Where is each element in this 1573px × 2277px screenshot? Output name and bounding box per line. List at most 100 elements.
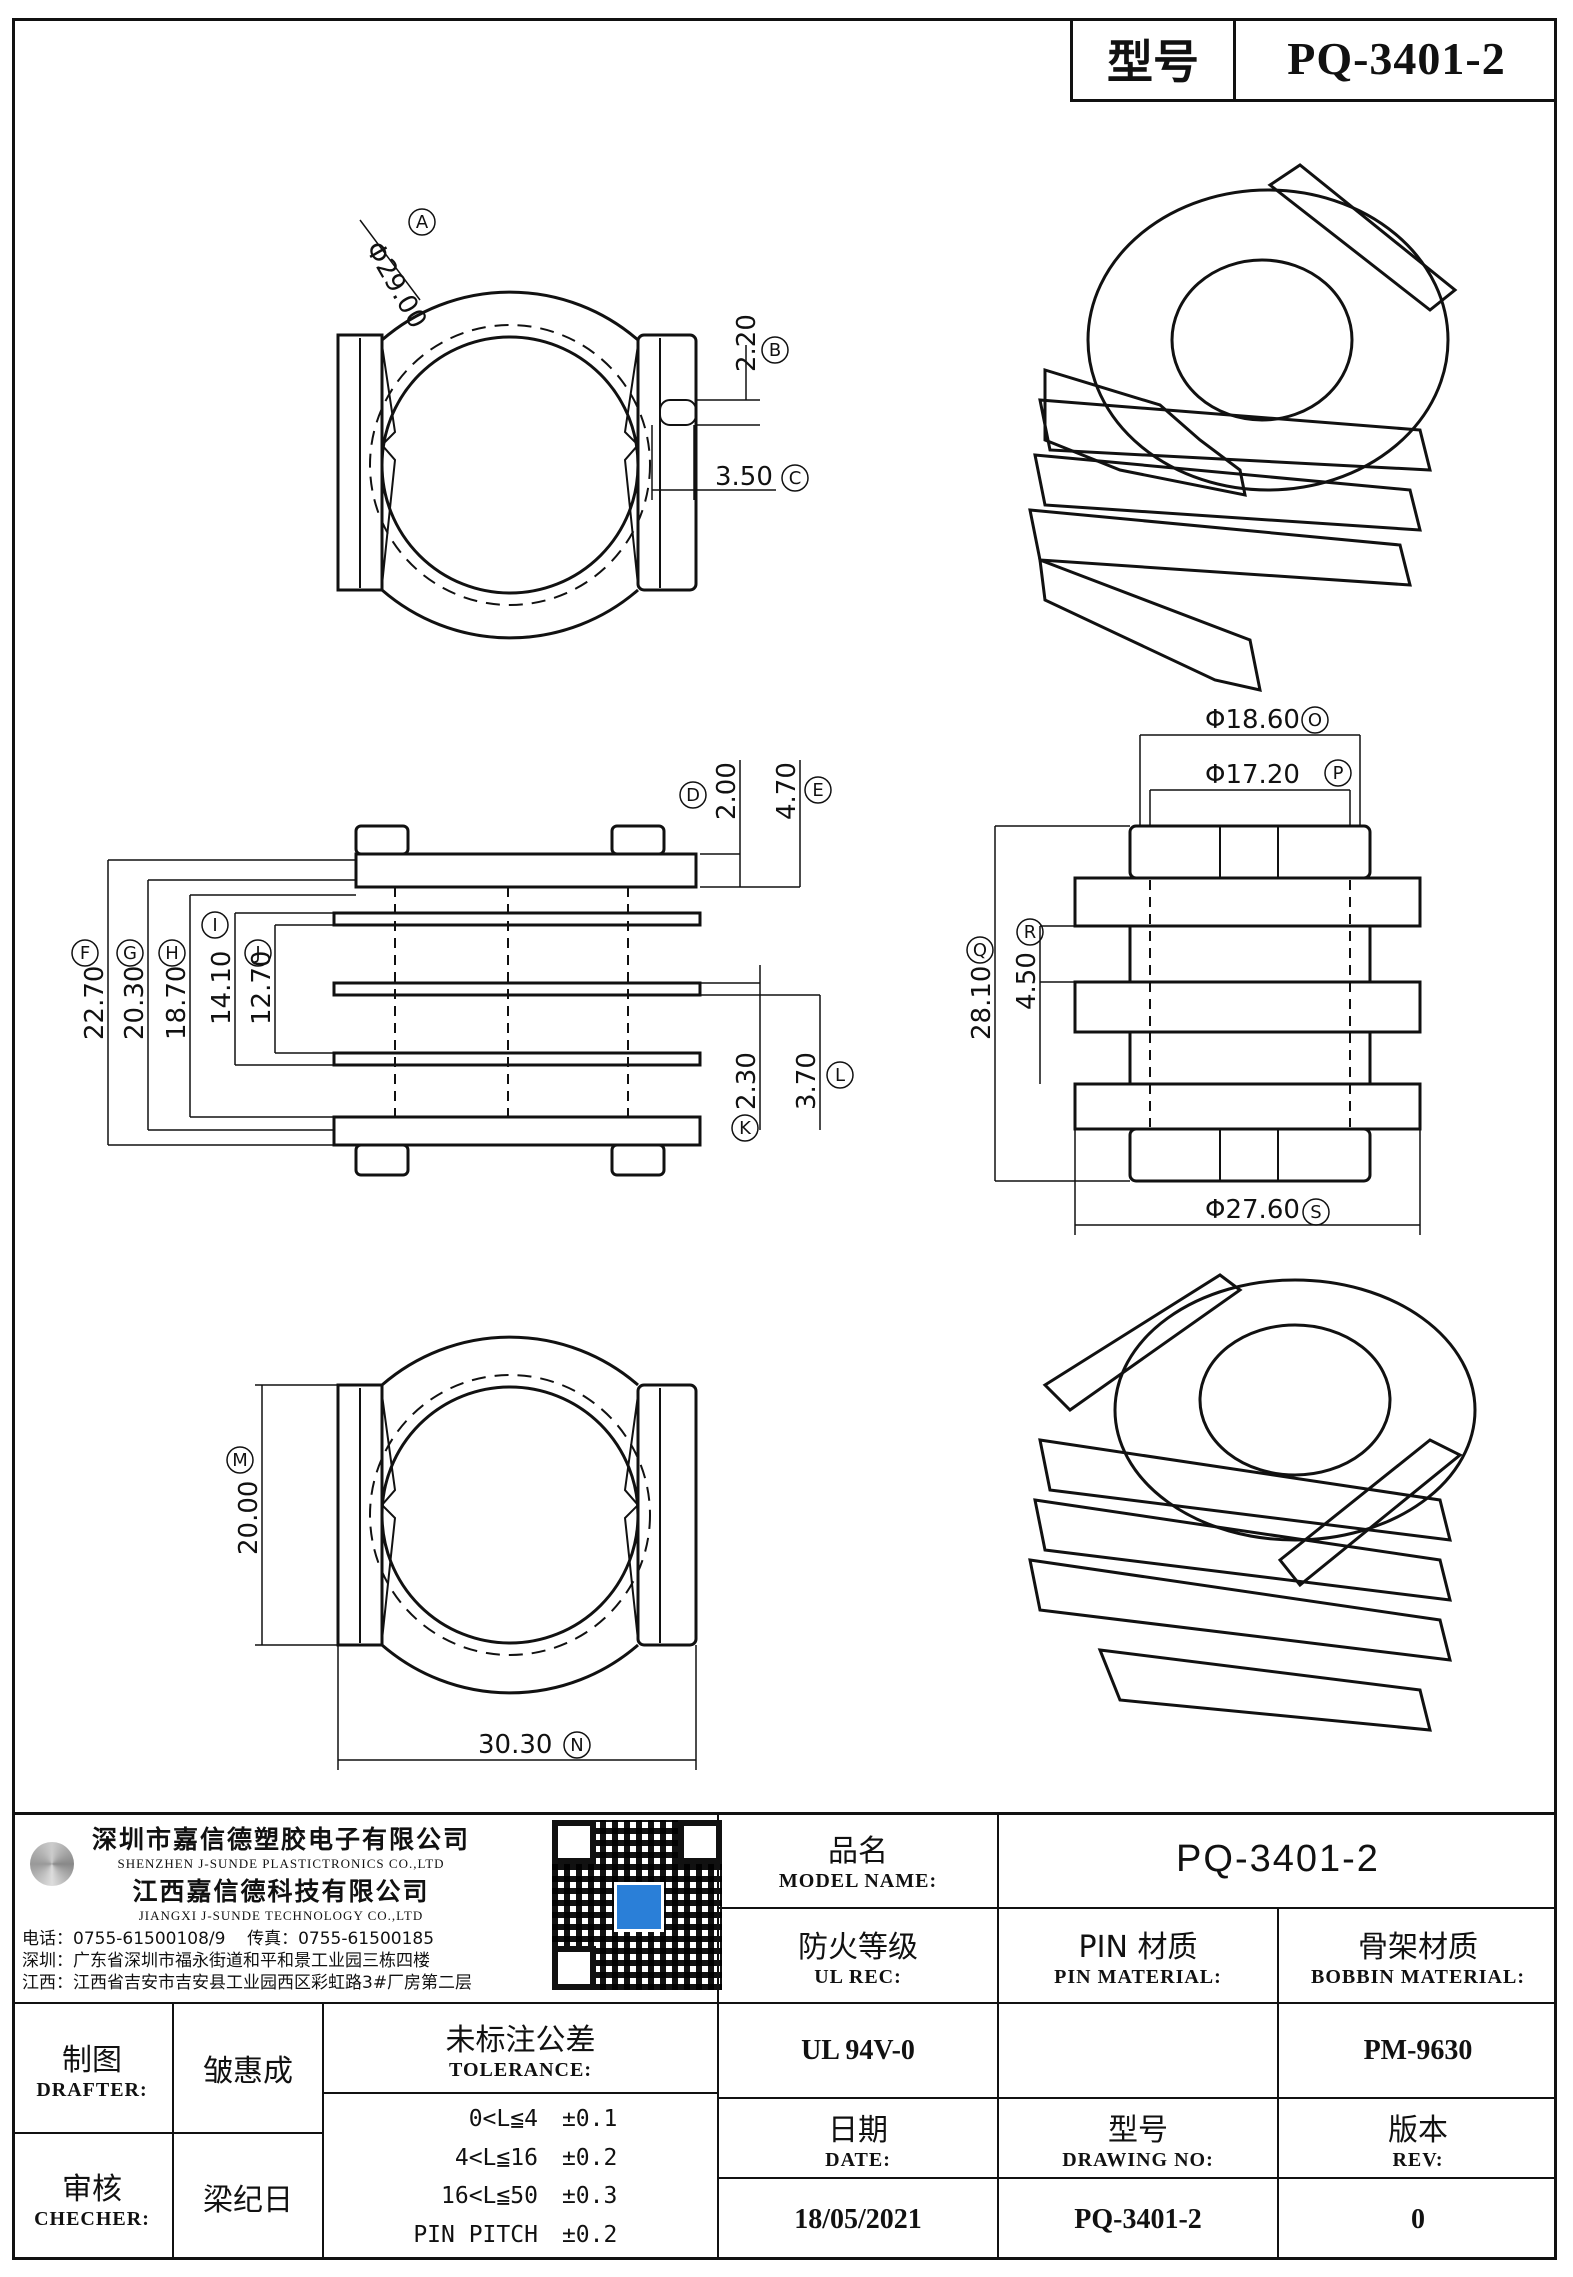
svg-text:M: M — [232, 1450, 248, 1471]
bottom-view — [255, 1335, 698, 1770]
svg-text:R: R — [1024, 922, 1037, 943]
dim-P: Φ17.20 — [1205, 760, 1300, 790]
company-name-sz-en: SHENZHEN J-SUNDE PLASTICTRONICS CO.,LTD — [117, 1856, 445, 1871]
dim-A: Φ29.00 — [359, 237, 432, 334]
marker-O: O — [1301, 706, 1329, 734]
svg-text:S: S — [1310, 1202, 1321, 1223]
svg-text:D: D — [686, 785, 700, 806]
company-info: 深圳市嘉信德塑胶电子有限公司 SHENZHEN J-SUNDE PLASTICT… — [12, 1812, 722, 2002]
svg-text:J: J — [254, 943, 260, 964]
company-name-jx: 江西嘉信德科技有限公司 — [132, 1877, 430, 1906]
svg-text:F: F — [80, 943, 90, 964]
bobbin-material-value: PM-9630 — [1277, 2002, 1557, 2097]
marker-J: J — [244, 939, 272, 967]
model-number-box: 型号 PQ-3401-2 — [1070, 18, 1557, 102]
company-address-sz: 深圳：广东省深圳市福永街道和平和景工业园三栋四楼 — [22, 1951, 430, 1971]
svg-text:K: K — [739, 1118, 752, 1139]
dim-D: 2.00 — [712, 762, 742, 820]
svg-text:A: A — [416, 212, 429, 233]
marker-F: F — [71, 939, 99, 967]
marker-Q: Q — [966, 936, 994, 964]
dim-S: Φ27.60 — [1205, 1195, 1300, 1225]
front-view — [994, 734, 1422, 1235]
marker-C: C — [781, 464, 809, 492]
model-number-label: 型号 — [1073, 18, 1236, 99]
dim-R: 4.50 — [1012, 952, 1042, 1010]
company-address-jx: 江西：江西省吉安市吉安县工业园西区彩虹路3#厂房第二层 — [22, 1973, 473, 1993]
dim-Q: 28.10 — [967, 966, 997, 1040]
qr-code-icon — [552, 1820, 722, 1990]
top-view — [336, 219, 776, 640]
rev-value: 0 — [1277, 2177, 1557, 2260]
dim-E: 4.70 — [772, 762, 802, 820]
pin-material-value — [997, 2002, 1277, 2097]
svg-text:N: N — [570, 1735, 583, 1756]
svg-text:H: H — [165, 943, 179, 964]
dim-K: 2.30 — [732, 1052, 762, 1110]
dim-J: 12.70 — [247, 951, 277, 1025]
technical-drawing: Φ29.00 2.20 3.50 2.00 4.70 22.70 20.30 1… — [71, 163, 1477, 1770]
title-block: 深圳市嘉信德塑胶电子有限公司 SHENZHEN J-SUNDE PLASTICT… — [12, 1812, 1557, 2260]
marker-B: B — [761, 336, 789, 364]
marker-I: I — [201, 911, 229, 939]
dim-C: 3.50 — [715, 462, 773, 492]
tolerance-table: 0<L≦4±0.1 4<L≦16±0.2 16<L≦50±0.3 PIN PIT… — [322, 2092, 717, 2260]
drafter-name: 皱惠成 — [172, 2002, 322, 2132]
marker-P: P — [1324, 759, 1352, 787]
isometric-view-bottom — [1028, 1273, 1477, 1732]
svg-text:B: B — [769, 340, 781, 361]
isometric-view-top — [1028, 163, 1458, 692]
checker-name: 梁纪日 — [172, 2132, 322, 2260]
svg-text:Q: Q — [973, 940, 987, 961]
svg-text:E: E — [812, 780, 823, 801]
drawing-frame — [12, 18, 1557, 2260]
tolerance-row: PIN PITCH±0.2 — [413, 2221, 618, 2248]
dim-F: 22.70 — [80, 966, 110, 1040]
dim-I: 14.10 — [207, 951, 237, 1025]
marker-D: D — [679, 781, 707, 809]
marker-M: M — [226, 1446, 254, 1474]
marker-G: G — [116, 939, 144, 967]
marker-K: K — [731, 1114, 759, 1142]
marker-L: L — [826, 1061, 854, 1089]
drawing-no-value: PQ-3401-2 — [997, 2177, 1277, 2260]
dim-O: Φ18.60 — [1205, 705, 1300, 735]
ul-rec-value: UL 94V-0 — [717, 2002, 997, 2097]
svg-text:C: C — [789, 468, 802, 489]
marker-A: A — [408, 208, 436, 236]
company-name-sz: 深圳市嘉信德塑胶电子有限公司 — [92, 1825, 471, 1854]
dim-G: 20.30 — [120, 966, 150, 1040]
tolerance-row: 16<L≦50±0.3 — [441, 2183, 618, 2210]
marker-N: N — [563, 1731, 591, 1759]
company-logo-icon — [22, 1832, 82, 1912]
svg-text:L: L — [835, 1065, 845, 1086]
marker-H: H — [158, 939, 186, 967]
dim-B: 2.20 — [732, 314, 762, 372]
date-value: 18/05/2021 — [717, 2177, 997, 2260]
svg-text:O: O — [1308, 710, 1322, 731]
dim-M: 20.00 — [234, 1481, 264, 1555]
company-phone: 电话：0755-61500108/9 — [22, 1929, 226, 1949]
tolerance-row: 4<L≦16±0.2 — [454, 2144, 618, 2171]
svg-text:G: G — [123, 943, 137, 964]
svg-text:P: P — [1333, 763, 1344, 784]
side-view — [107, 760, 821, 1177]
svg-text:I: I — [212, 915, 217, 936]
model-name-value: PQ-3401-2 — [997, 1812, 1557, 1907]
dim-N: 30.30 — [478, 1730, 552, 1760]
marker-E: E — [804, 776, 832, 804]
company-fax: 传真：0755-61500185 — [247, 1929, 435, 1949]
company-name-jx-en: JIANGXI J-SUNDE TECHNOLOGY CO.,LTD — [138, 1908, 424, 1923]
dim-H: 18.70 — [162, 966, 192, 1040]
tolerance-row: 0<L≦4±0.1 — [468, 2106, 618, 2133]
